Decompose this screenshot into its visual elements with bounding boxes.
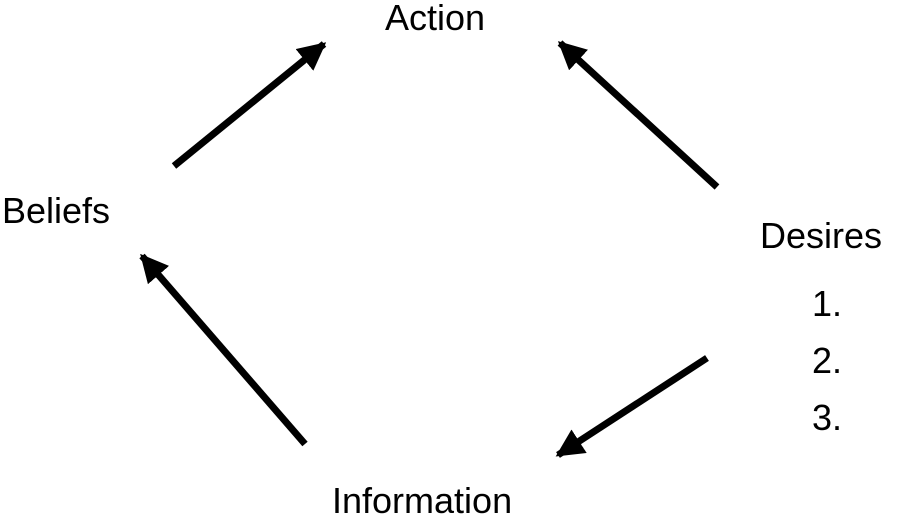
- node-beliefs: Beliefs: [2, 190, 111, 231]
- node-information: Information: [332, 480, 513, 521]
- arrow-desires-to-information: [555, 355, 709, 458]
- node-action: Action: [385, 0, 486, 38]
- desires-list: 1. 2. 3.: [812, 275, 842, 446]
- arrow-information-to-beliefs: [139, 253, 308, 447]
- desires-list-item: 3.: [812, 397, 843, 438]
- arrow-beliefs-to-action: [171, 41, 327, 169]
- desires-list-item: 2.: [812, 340, 843, 381]
- desires-list-item: 1.: [812, 283, 843, 324]
- arrow-desires-to-action: [557, 40, 720, 190]
- node-desires: Desires: [760, 215, 883, 256]
